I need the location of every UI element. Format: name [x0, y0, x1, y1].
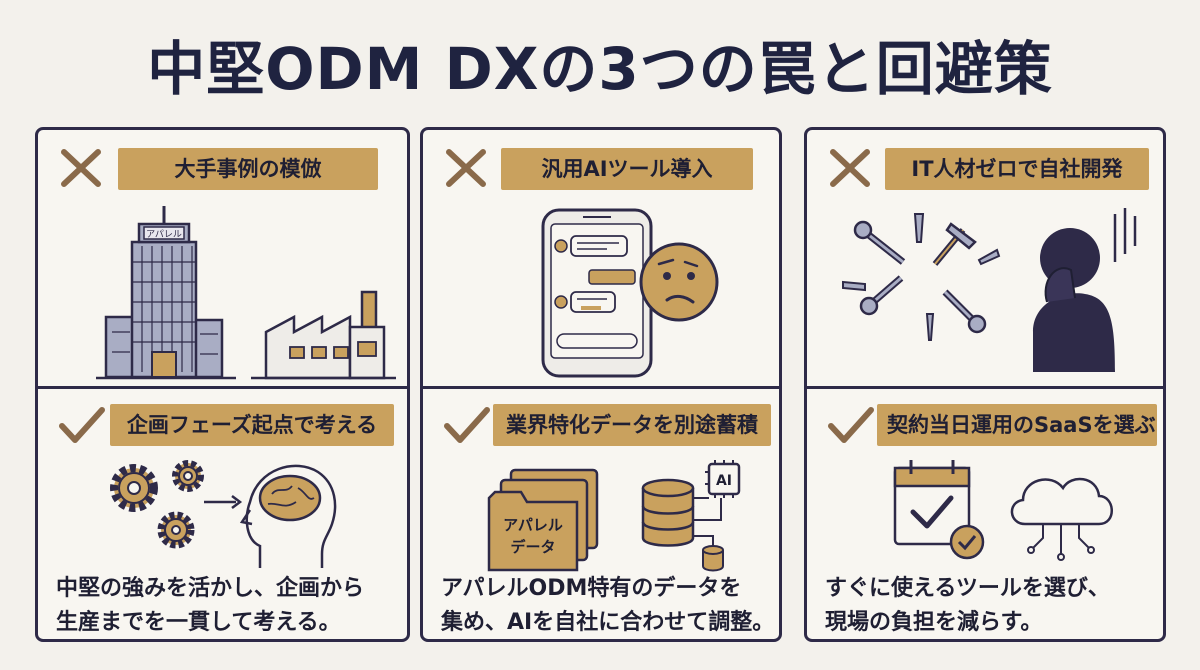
check-mark-icon: [59, 407, 105, 443]
folder-label-text: データ: [510, 538, 555, 556]
column-card-2: 汎用AIツール導入 業界特化データを別途蓄積 アパレル データ: [420, 127, 782, 642]
description-line: 生産までを一貫して考える。: [56, 610, 341, 635]
check-mark-icon: [828, 407, 874, 443]
trap-label: 大手事例の模倣: [118, 148, 378, 190]
column-card-3: IT人材ゼロで自社開発: [804, 127, 1166, 642]
folder-label-text: アパレル: [503, 516, 563, 534]
column-card-1: 大手事例の模倣 アパレル: [35, 127, 410, 642]
corporate-tower-and-factory-illustration: アパレル: [96, 206, 396, 380]
gears-to-brain-illustration: [110, 460, 337, 568]
folders-database-ai-chip-illustration: アパレル データ AI: [487, 460, 741, 572]
x-mark-icon: [61, 149, 101, 187]
description-line: 集め、AIを自社に合わせて調整。: [441, 610, 775, 635]
solution-label: 契約当日運用のSaaSを選ぶ: [877, 404, 1157, 446]
trap-label: 汎用AIツール導入: [501, 148, 753, 190]
card-divider: [423, 386, 779, 389]
trap-label: IT人材ゼロで自社開発: [885, 148, 1149, 190]
card-divider: [807, 386, 1163, 389]
smartphone-chat-confused-face-illustration: [541, 208, 719, 378]
check-mark-icon: [444, 407, 490, 443]
description-line: アパレルODM特有のデータを: [441, 576, 742, 601]
scattered-tools-frustrated-person-illustration: [842, 208, 1137, 372]
solution-label: 企画フェーズ起点で考える: [110, 404, 394, 446]
ai-chip-text: AI: [716, 473, 732, 489]
calendar-check-and-cloud-illustration: [893, 460, 1113, 561]
page-title: 中堅ODM DXの3つの罠と回避策: [147, 35, 1053, 103]
description-line: 現場の負担を減らす。: [825, 610, 1043, 635]
column-description: アパレルODM特有のデータを 集め、AIを自社に合わせて調整。: [441, 572, 775, 640]
description-line: 中堅の強みを活かし、企画から: [56, 576, 365, 601]
card-divider: [38, 386, 407, 389]
tower-sign-text: アパレル: [146, 229, 182, 240]
x-mark-icon: [446, 149, 486, 187]
column-description: すぐに使えるツールを選び、 現場の負担を減らす。: [825, 572, 1153, 640]
x-mark-icon: [830, 149, 870, 187]
description-line: すぐに使えるツールを選び、: [825, 576, 1110, 601]
column-description: 中堅の強みを活かし、企画から 生産までを一貫して考える。: [56, 572, 397, 640]
solution-label: 業界特化データを別途蓄積: [493, 404, 771, 446]
